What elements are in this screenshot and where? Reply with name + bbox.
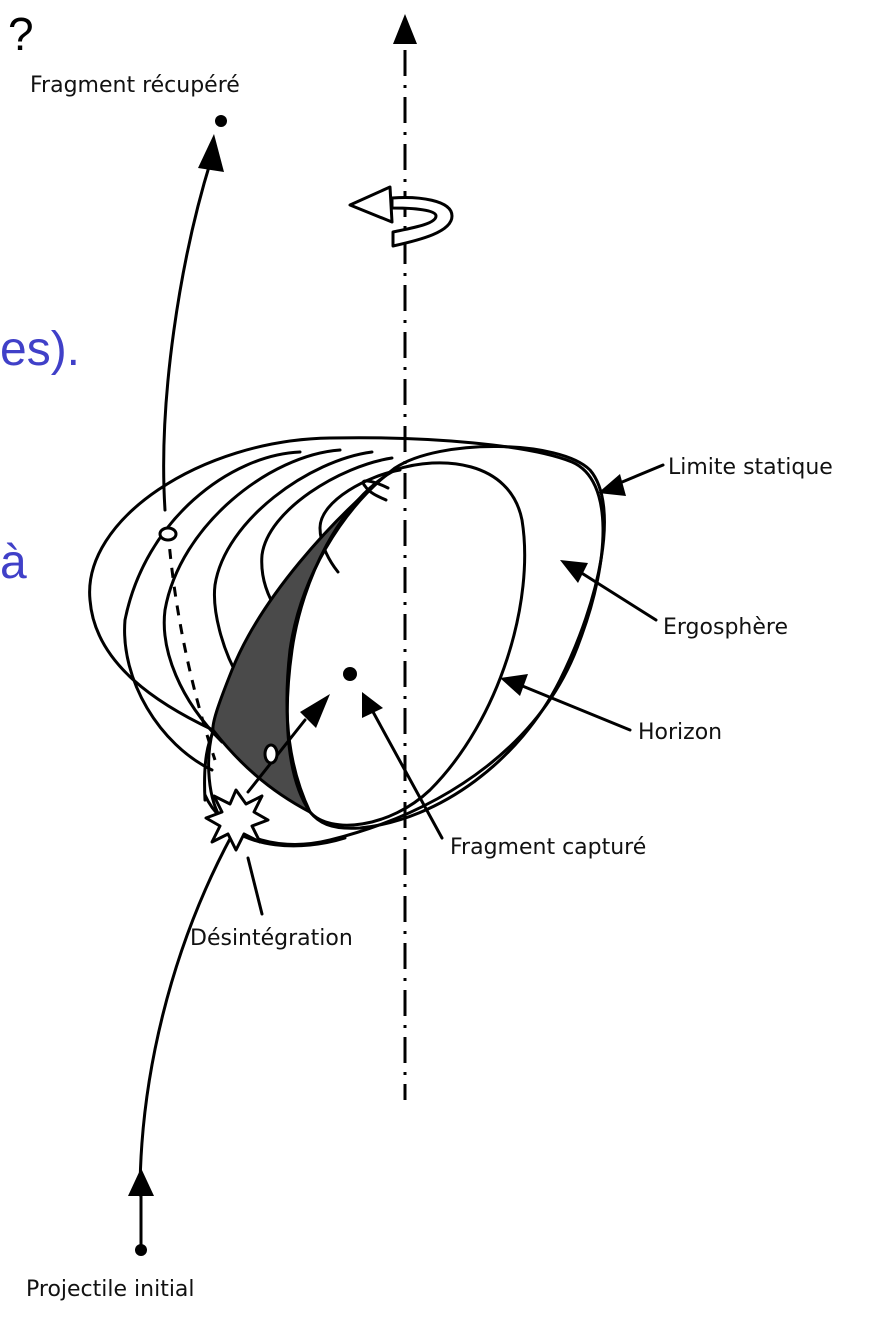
projectile-initial-dot <box>135 1244 147 1256</box>
projectile-arrow-head <box>128 1168 154 1196</box>
fragment-recupere-dot <box>215 115 227 127</box>
question-mark-text: ? <box>8 8 34 60</box>
incoming-path <box>140 835 232 1195</box>
label-limite-statique: Limite statique <box>668 455 833 480</box>
label-horizon: Horizon <box>638 720 722 745</box>
label-fragment-recupere: Fragment récupéré <box>30 73 240 98</box>
escaping-path <box>164 160 211 510</box>
horizon-arrow-head <box>500 674 528 696</box>
captured-fragment-marker <box>265 745 277 763</box>
label-projectile-initial: Projectile initial <box>26 1277 195 1302</box>
black-hole-body <box>90 438 605 846</box>
fragment-capture-dot <box>343 667 357 681</box>
label-desintegration: Désintégration <box>190 926 353 951</box>
ergosphere-arrow-head <box>560 560 588 583</box>
limite-arrow-head <box>598 474 626 496</box>
escaping-arrow-head <box>198 134 224 172</box>
ergosphere-cut-shading <box>213 468 395 812</box>
capture-arrow-head <box>362 692 383 718</box>
label-ergosphere: Ergosphère <box>663 615 788 640</box>
axis-arrow-head <box>393 14 417 44</box>
blue-fragment-es: es). <box>0 323 80 376</box>
blue-fragment-a: à <box>0 536 27 589</box>
disintegration-burst-icon <box>206 790 268 850</box>
label-fragment-capture: Fragment capturé <box>450 835 646 860</box>
rotation-arrow-icon <box>350 187 452 246</box>
escaping-fragment-marker <box>160 528 176 540</box>
